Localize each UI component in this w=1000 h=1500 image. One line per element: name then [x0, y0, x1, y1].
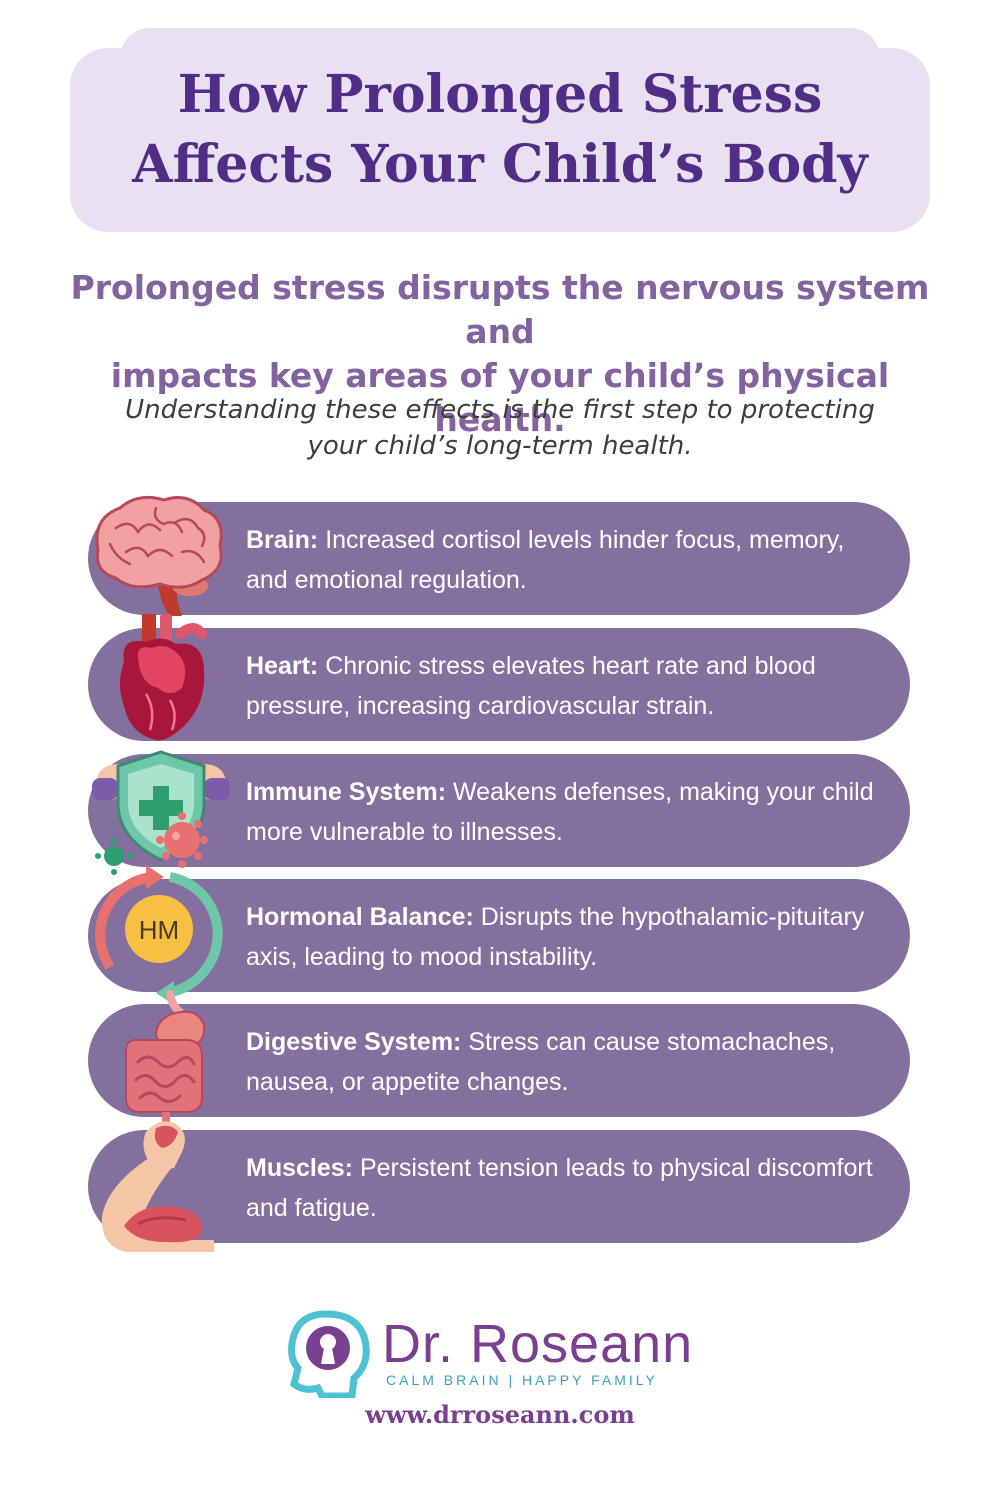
- brand-tagline: CALM BRAIN | HAPPY FAMILY: [386, 1372, 658, 1388]
- subtitle: Prolonged stress disrupts the nervous sy…: [40, 266, 960, 442]
- effect-description: Chronic stress elevates heart rate and b…: [246, 652, 816, 720]
- effect-label: Heart:: [246, 652, 319, 680]
- intro-line-1: Understanding these effects is the first…: [125, 395, 875, 425]
- effect-label: Brain:: [246, 526, 319, 554]
- title-line-2: Affects Your Child’s Body: [132, 134, 868, 195]
- effect-label: Digestive System:: [246, 1028, 462, 1056]
- hormone-label: HM: [139, 915, 179, 945]
- effect-text: Hormonal Balance: Disrupts the hypothala…: [246, 897, 886, 977]
- effect-card-muscles: Muscles: Persistent tension leads to phy…: [88, 1121, 910, 1252]
- effect-label: Hormonal Balance:: [246, 903, 474, 931]
- effect-card-digestive-system: Digestive System: Stress can cause stoma…: [88, 990, 910, 1126]
- subtitle-line-1: Prolonged stress disrupts the nervous sy…: [70, 268, 930, 351]
- effect-description: Weakens defenses, making your child more…: [246, 778, 874, 846]
- effect-text: Muscles: Persistent tension leads to phy…: [246, 1148, 886, 1228]
- effect-text: Digestive System: Stress can cause stoma…: [246, 1022, 886, 1102]
- title-box: [70, 48, 930, 232]
- effect-description: Persistent tension leads to physical dis…: [246, 1154, 873, 1222]
- website-link[interactable]: www.drroseann.com: [365, 1400, 635, 1429]
- head-silhouette-icon: [288, 1310, 370, 1398]
- effect-description: Disrupts the hypothalamic-pituitary axis…: [246, 903, 865, 971]
- muscle-arm-icon: [101, 1121, 214, 1252]
- intro-text: Understanding these effects is the first…: [100, 392, 900, 464]
- title-line-1: How Prolonged Stress: [177, 64, 823, 125]
- effect-card-immune-system: Immune System: Weakens defenses, making …: [88, 750, 910, 875]
- effect-text: Immune System: Weakens defenses, making …: [246, 772, 886, 852]
- effect-text: Brain: Increased cortisol levels hinder …: [246, 520, 886, 600]
- effect-card-hormonal-balance: HM Hormonal Balance: Disrupts the hypoth…: [88, 865, 910, 1005]
- effect-card-brain: Brain: Increased cortisol levels hinder …: [88, 495, 910, 616]
- effect-text: Heart: Chronic stress elevates heart rat…: [246, 646, 886, 726]
- heart-icon: [120, 614, 207, 741]
- intro-line-2: your child’s long-term health.: [307, 431, 693, 461]
- effect-card-heart: Heart: Chronic stress elevates heart rat…: [88, 614, 910, 741]
- effect-description: Increased cortisol levels hinder focus, …: [246, 526, 845, 594]
- hormone-cycle-icon: HM: [95, 865, 223, 1005]
- brand-name: Dr. Roseann: [382, 1314, 694, 1374]
- effect-description: Stress can cause stomachaches, nausea, o…: [246, 1028, 836, 1096]
- brain-icon: [95, 495, 223, 616]
- immune-shield-icon: [92, 750, 230, 875]
- subtitle-line-2: impacts key areas of your child’s physic…: [110, 356, 890, 439]
- digestive-system-icon: [125, 990, 206, 1126]
- page-title: How Prolonged Stress Affects Your Child’…: [70, 60, 930, 200]
- brand-logo: Dr. Roseann CALM BRAIN | HAPPY FAMILY: [282, 1308, 722, 1398]
- effect-label: Immune System:: [246, 778, 447, 806]
- effect-label: Muscles:: [246, 1154, 353, 1182]
